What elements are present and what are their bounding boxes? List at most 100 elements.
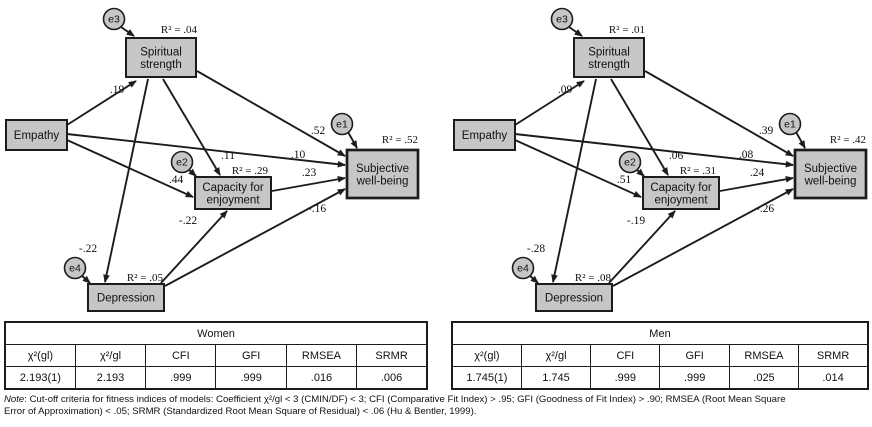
error-label-e3: e3: [108, 14, 120, 26]
error-term-e3: [102, 7, 126, 31]
path-depression-capacity: [160, 210, 228, 284]
r2-label-depression: R² = .08: [575, 272, 612, 284]
note-line2: Error of Approximation) < .05; SRMR (Sta…: [4, 405, 477, 417]
table-column-header: SRMR: [798, 344, 869, 367]
r2-label-capacity: R² = .31: [680, 165, 716, 177]
path-empathy-subjective: [66, 133, 346, 168]
r2-label-spiritual: R² = .04: [161, 24, 198, 36]
coefficient-depression-subjective: -.26: [756, 203, 774, 215]
coefficient-spiritual-depression: -.22: [79, 243, 97, 255]
coefficient-empathy-spiritual: .19: [110, 84, 125, 96]
node-label-spiritual: Spiritual: [588, 46, 630, 58]
error-arrow-e3: [568, 26, 583, 37]
table-column-header: SRMR: [356, 344, 428, 367]
coefficient-depression-capacity: -.19: [627, 215, 645, 227]
coefficient-spiritual-subjective: .39: [759, 125, 774, 137]
r2-label-subjective: R² = .52: [382, 134, 418, 146]
error-term-e4: [63, 256, 87, 280]
coefficient-empathy-subjective: .08: [739, 149, 754, 161]
coefficient-capacity-subjective: .24: [750, 167, 765, 179]
node-label-subjective: Subjective: [804, 163, 857, 175]
table-value-cell: .999: [215, 366, 287, 390]
path-spiritual-subjective: [196, 70, 346, 157]
path-empathy-spiritual: [514, 80, 585, 126]
table-column-header: χ²/gl: [520, 344, 592, 367]
table-column-header: GFI: [215, 344, 287, 367]
error-label-e2: e2: [624, 157, 636, 169]
path-spiritual-depression: [551, 78, 597, 283]
table-value-cell: 2.193: [74, 366, 147, 390]
table-value-cell: .006: [356, 366, 428, 390]
coefficient-depression-capacity: -.22: [179, 215, 197, 227]
error-arrow-e1: [795, 131, 806, 149]
table-column-header: χ²/gl: [74, 344, 147, 367]
table-value-cell: 1.745: [520, 366, 592, 390]
node-subjective: [345, 148, 420, 200]
error-term-e2: [170, 150, 194, 174]
node-label-spiritual: Spiritual: [140, 46, 182, 58]
table-value-cell: .014: [798, 366, 869, 390]
table-column-header: χ²(gl): [451, 344, 522, 367]
path-spiritual-capacity: [162, 78, 221, 176]
path-depression-capacity: [608, 210, 676, 284]
node-capacity: [194, 176, 272, 210]
note-line1: : Cut-off criteria for fitness indices o…: [24, 394, 786, 405]
table-value-cell: 2.193(1): [4, 366, 76, 390]
node-depression: [535, 283, 613, 312]
node-label-capacity: enjoyment: [654, 194, 708, 206]
node-label-depression: Depression: [545, 293, 603, 305]
path-spiritual-depression: [103, 78, 149, 283]
node-label-depression: Depression: [97, 293, 155, 305]
node-subjective: [793, 148, 868, 200]
node-spiritual: [125, 37, 197, 78]
coefficient-spiritual-subjective: .52: [311, 125, 326, 137]
table-column-header: χ²(gl): [4, 344, 76, 367]
error-label-e2: e2: [176, 157, 188, 169]
coefficient-empathy-spiritual: .09: [558, 84, 573, 96]
coefficient-spiritual-depression: -.28: [527, 243, 545, 255]
r2-label-depression: R² = .05: [127, 272, 164, 284]
table-value-cell: .999: [145, 366, 217, 390]
node-label-spiritual: strength: [588, 59, 630, 71]
node-label-subjective: well-being: [356, 175, 409, 187]
error-term-e2: [618, 150, 642, 174]
node-empathy: [5, 119, 68, 151]
coefficient-depression-subjective: -.16: [308, 203, 326, 215]
r2-label-subjective: R² = .42: [830, 134, 866, 146]
table-value-cell: .999: [590, 366, 661, 390]
table-column-header: CFI: [145, 344, 217, 367]
coefficient-capacity-subjective: .23: [302, 167, 317, 179]
node-label-capacity: enjoyment: [206, 194, 260, 206]
path-capacity-subjective: [271, 175, 346, 192]
node-label-empathy: Empathy: [14, 130, 60, 142]
coefficient-spiritual-capacity: .11: [221, 150, 235, 162]
node-empathy: [453, 119, 516, 151]
path-depression-subjective: [164, 188, 346, 287]
table-column-header: RMSEA: [728, 344, 800, 367]
table-value-cell: .999: [659, 366, 730, 390]
path-empathy-subjective: [514, 133, 794, 168]
note-prefix: Note: [4, 394, 25, 405]
node-label-capacity: Capacity for: [650, 182, 712, 194]
node-spiritual: [573, 37, 645, 78]
coefficient-empathy-capacity: .44: [169, 174, 184, 186]
error-label-e3: e3: [556, 14, 568, 26]
path-empathy-spiritual: [66, 80, 137, 126]
error-term-e4: [511, 256, 535, 280]
table-title: Men: [451, 321, 869, 345]
path-spiritual-capacity: [610, 78, 669, 176]
table-value-cell: .016: [285, 366, 358, 390]
node-label-subjective: well-being: [804, 175, 857, 187]
error-label-e1: e1: [336, 119, 348, 131]
node-label-subjective: Subjective: [356, 163, 409, 175]
node-depression: [87, 283, 165, 312]
path-depression-subjective: [612, 188, 794, 287]
node-label-empathy: Empathy: [462, 130, 508, 142]
error-term-e1: [330, 112, 354, 136]
error-label-e1: e1: [784, 119, 796, 131]
